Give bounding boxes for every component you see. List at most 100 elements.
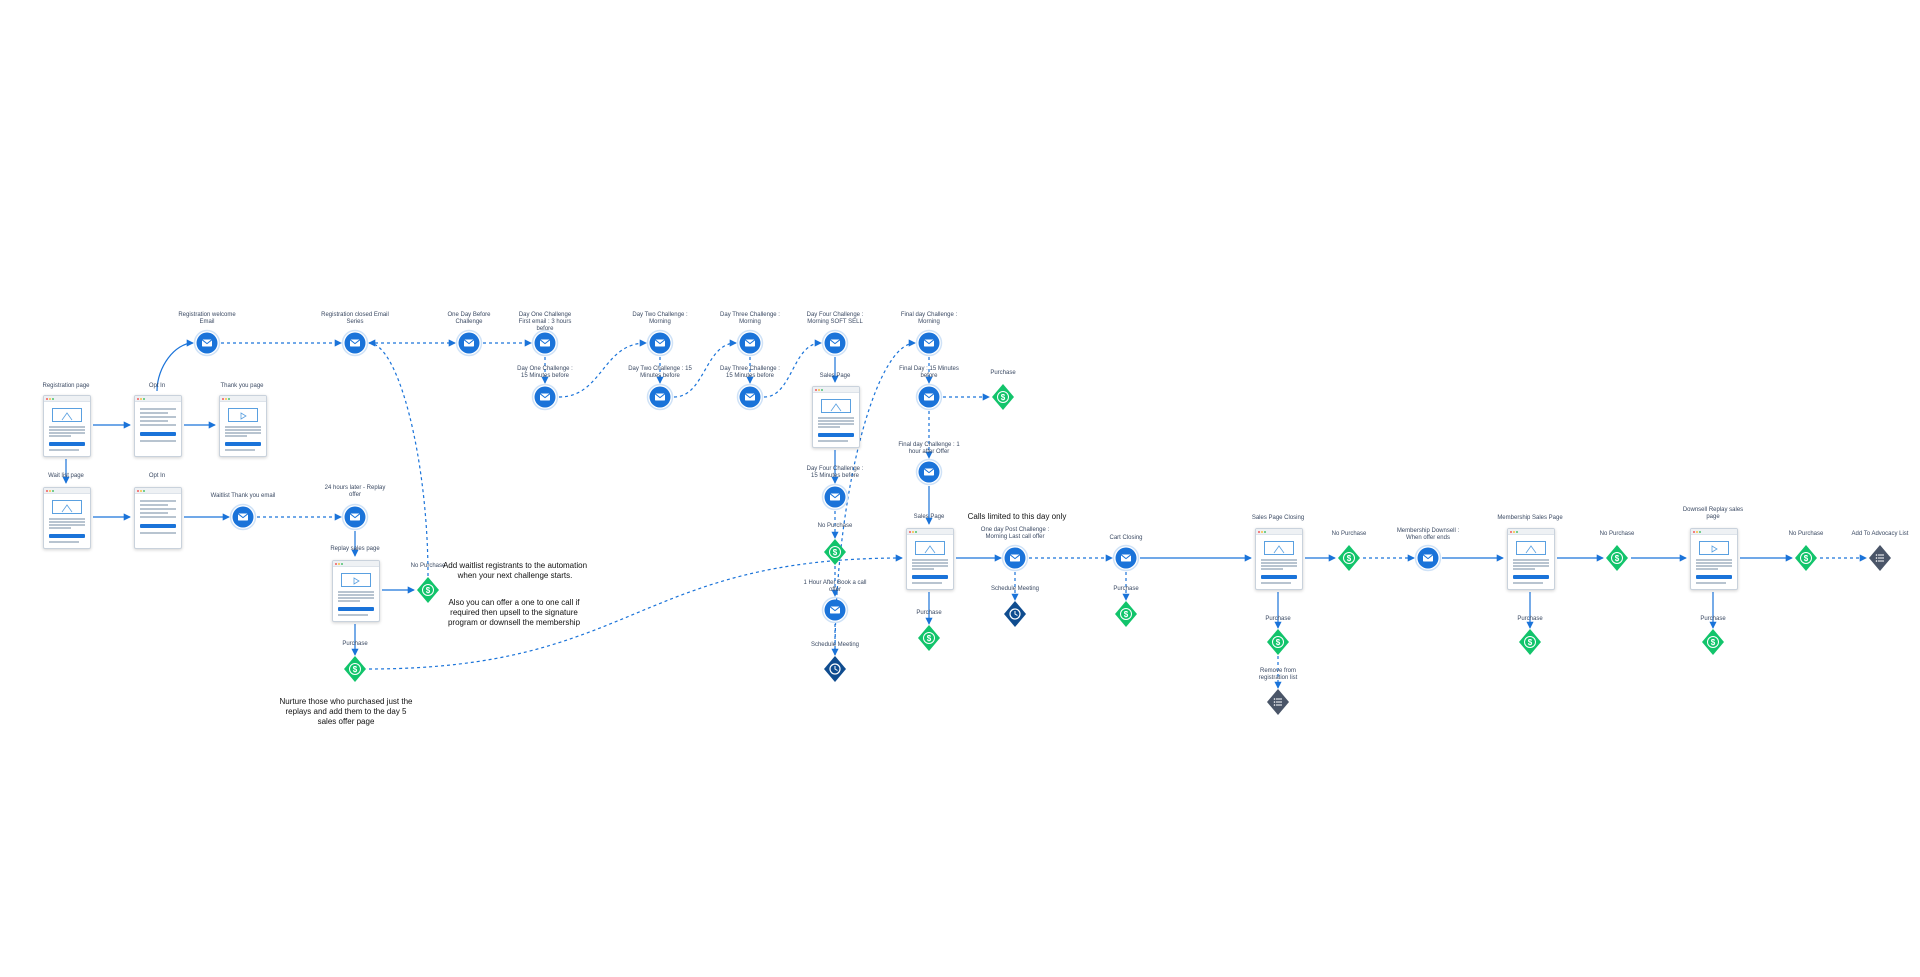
dollar-ring: [1524, 636, 1536, 648]
connector-d1_15-to-d2_m: [558, 339, 647, 398]
page-optin1[interactable]: [134, 395, 182, 457]
node-d4_m[interactable]: [821, 329, 849, 357]
dollar-icon[interactable]: [1519, 629, 1541, 655]
envelope-flap: [744, 393, 756, 399]
dollar-icon[interactable]: [1606, 545, 1628, 571]
node-adv_list[interactable]: [1869, 545, 1891, 571]
node-remove[interactable]: [1267, 689, 1289, 715]
node-d4_meet[interactable]: [824, 656, 846, 682]
node-d4_call[interactable]: [821, 596, 849, 624]
window-dot: [1693, 530, 1695, 533]
browser-bar: [1508, 529, 1554, 535]
text-line: [818, 417, 854, 419]
page-wait_page[interactable]: [43, 487, 91, 549]
page-optin2[interactable]: [134, 487, 182, 549]
text-line: [1513, 582, 1543, 584]
dollar-icon[interactable]: [1338, 545, 1360, 571]
node-replay_p[interactable]: $: [344, 656, 366, 682]
node-down_np[interactable]: $: [1795, 545, 1817, 571]
browser-bar: [220, 396, 266, 402]
window-dot: [1699, 530, 1701, 533]
node-post_meet[interactable]: [1004, 601, 1026, 627]
dollar-icon[interactable]: [918, 625, 940, 651]
node-closing_np[interactable]: $: [1338, 545, 1360, 571]
node-memb_np[interactable]: $: [1606, 545, 1628, 571]
dollar-icon[interactable]: [417, 577, 439, 603]
node-memb_email[interactable]: [1414, 544, 1442, 572]
dollar-icon[interactable]: [1795, 545, 1817, 571]
dollar-icon[interactable]: [1267, 629, 1289, 655]
page-fd_sales[interactable]: [906, 528, 954, 590]
text-line: [1696, 559, 1732, 561]
label-reg_closed: Registration closed Email Series: [321, 312, 389, 325]
text-line: [338, 600, 360, 602]
node-cart_p[interactable]: $: [1115, 601, 1137, 627]
node-d3_15[interactable]: [736, 383, 764, 411]
node-wait_email[interactable]: [229, 503, 257, 531]
text-line: [818, 423, 854, 425]
label-post: One day Post Challenge : Morning Last ca…: [980, 527, 1050, 540]
node-d4_15[interactable]: [821, 483, 849, 511]
node-closing_p[interactable]: $: [1267, 629, 1289, 655]
page-closing[interactable]: [1255, 528, 1303, 590]
node-fd_m[interactable]: [915, 329, 943, 357]
list-bullet: [1273, 704, 1276, 706]
image-icon: [915, 541, 945, 555]
node-d3_m[interactable]: [736, 329, 764, 357]
label-replay_email: 24 hours later - Replay offer: [324, 485, 386, 498]
list-bullet: [1273, 701, 1276, 703]
connector-replay_np-to-reg_closed: [368, 339, 429, 577]
node-replay_email[interactable]: [341, 503, 369, 531]
node-d2_m[interactable]: [646, 329, 674, 357]
text-line: [225, 435, 247, 437]
node-fd_15[interactable]: [915, 383, 943, 411]
dollar-icon[interactable]: [824, 539, 846, 565]
text-line: [912, 565, 948, 567]
text-line: [912, 568, 934, 570]
node-fd_p1[interactable]: $: [992, 384, 1014, 410]
window-dot: [228, 397, 230, 400]
email-node-ring: [915, 329, 943, 357]
node-down_p[interactable]: $: [1702, 629, 1724, 655]
page-down_page[interactable]: [1690, 528, 1738, 590]
call-to-action-button: [818, 433, 854, 437]
dollar-icon[interactable]: [344, 656, 366, 682]
dollar-ring: [349, 663, 361, 675]
label-down_np: No Purchase: [1788, 531, 1824, 537]
node-replay_np[interactable]: $: [417, 577, 439, 603]
page-memb_page[interactable]: [1507, 528, 1555, 590]
node-cart[interactable]: [1112, 544, 1140, 572]
node-reg_welcome[interactable]: [193, 329, 221, 357]
text-line: [140, 420, 168, 422]
dollar-icon[interactable]: [1115, 601, 1137, 627]
node-d4_np[interactable]: $: [824, 539, 846, 565]
window-dot: [912, 530, 914, 533]
node-one_day[interactable]: [455, 329, 483, 357]
text-line: [1696, 565, 1732, 567]
text-line: [1513, 565, 1549, 567]
page-thanks[interactable]: [219, 395, 267, 457]
text-line: [338, 591, 374, 593]
node-d2_15[interactable]: [646, 383, 674, 411]
node-fd_p2[interactable]: $: [918, 625, 940, 651]
node-reg_closed[interactable]: [341, 329, 369, 357]
page-replay_page[interactable]: [332, 560, 380, 622]
node-d1_15[interactable]: [531, 383, 559, 411]
node-fd_1h[interactable]: [915, 458, 943, 486]
label-closing_p: Purchase: [1265, 616, 1291, 622]
dollar-icon[interactable]: [1702, 629, 1724, 655]
node-memb_p[interactable]: $: [1519, 629, 1541, 655]
page-reg_page[interactable]: [43, 395, 91, 457]
connector-d3_15-to-d4_m: [763, 339, 822, 398]
page-d4_sales[interactable]: [812, 386, 860, 448]
node-post[interactable]: [1001, 544, 1029, 572]
envelope-flap: [829, 493, 841, 499]
label-fd_p2: Purchase: [916, 610, 942, 616]
text-line: [1261, 559, 1297, 561]
dollar-icon[interactable]: [992, 384, 1014, 410]
email-node-ring: [915, 458, 943, 486]
text-line: [140, 440, 176, 442]
text-line: [49, 429, 85, 431]
node-d1_first[interactable]: [531, 329, 559, 357]
label-d2_m: Day Two Challenge : Morning: [632, 312, 688, 325]
